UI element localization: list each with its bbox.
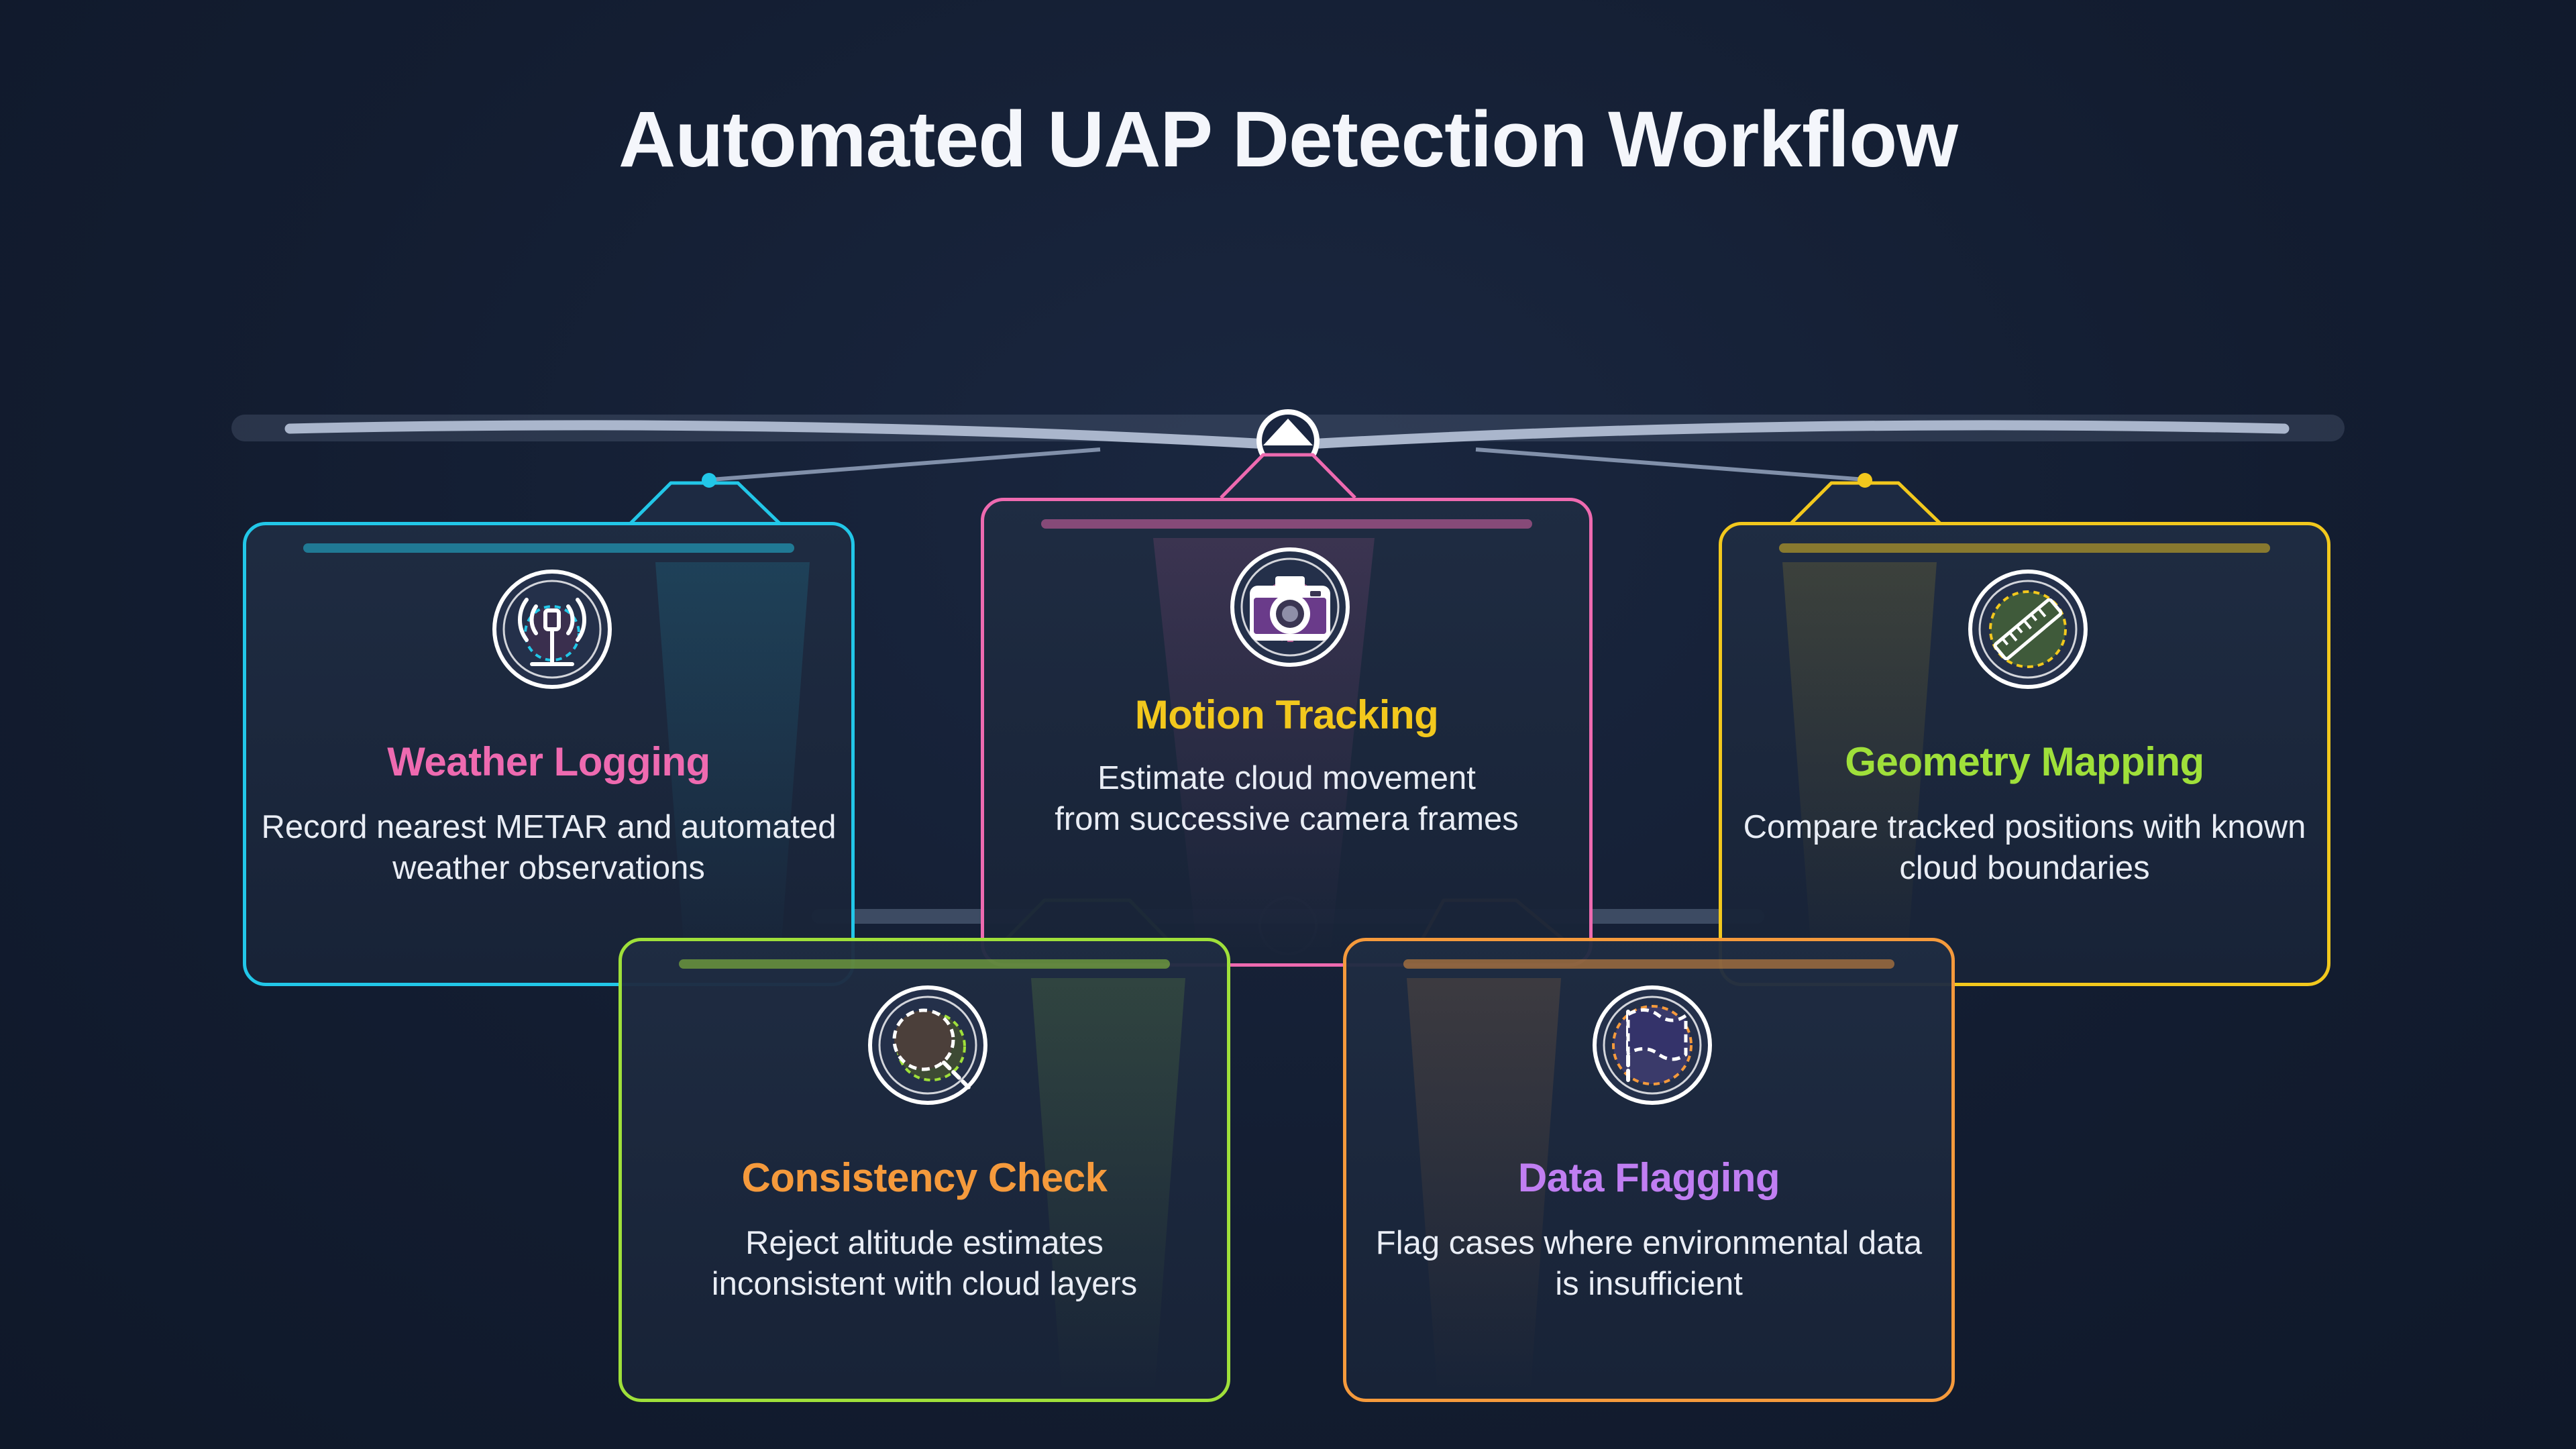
hanger-tab-2 <box>1220 453 1356 499</box>
step-card-data-flagging: Data Flagging Flag cases where environme… <box>1343 938 1955 1402</box>
strut-left <box>710 447 1101 482</box>
card-accent-bar <box>1041 519 1532 529</box>
hanger-tab-1 <box>629 481 781 525</box>
step-description: Flag cases where environmental data is i… <box>1375 1225 1923 1302</box>
step-description: Record nearest METAR and automated weath… <box>261 809 837 886</box>
step-card-motion-tracking: Motion Tracking Estimate cloud movement … <box>981 498 1593 967</box>
step-card-weather-logging: Weather Logging Record nearest METAR and… <box>243 522 855 986</box>
step-title: Consistency Check <box>741 1155 1108 1200</box>
flag-icon <box>1592 985 1713 1106</box>
camera-icon <box>1230 547 1350 667</box>
step-title: Weather Logging <box>387 739 710 784</box>
hanger-tab-3 <box>1790 481 1941 525</box>
antenna-icon <box>492 569 612 690</box>
step-title: Motion Tracking <box>1134 692 1439 737</box>
step-description: Compare tracked positions with known clo… <box>1743 809 2306 886</box>
card-accent-bar <box>1779 543 2270 553</box>
diagram-title: Automated UAP Detection Workflow <box>618 95 1958 184</box>
ruler-icon <box>1968 569 2088 690</box>
strut-right <box>1475 447 1866 482</box>
step-title: Data Flagging <box>1517 1155 1780 1200</box>
magnifier-icon <box>867 985 988 1106</box>
step-title: Geometry Mapping <box>1845 739 2204 784</box>
card-accent-bar <box>303 543 794 553</box>
card-accent-bar <box>1403 959 1894 969</box>
step-card-geometry-mapping: Geometry Mapping Compare tracked positio… <box>1719 522 2330 986</box>
step-description: Estimate cloud movement from successive … <box>1055 760 1519 837</box>
card-accent-bar <box>679 959 1170 969</box>
light-beam <box>1031 978 1185 1394</box>
step-card-consistency-check: Consistency Check Reject altitude estima… <box>619 938 1230 1402</box>
step-description: Reject altitude estimates inconsistent w… <box>711 1225 1138 1302</box>
